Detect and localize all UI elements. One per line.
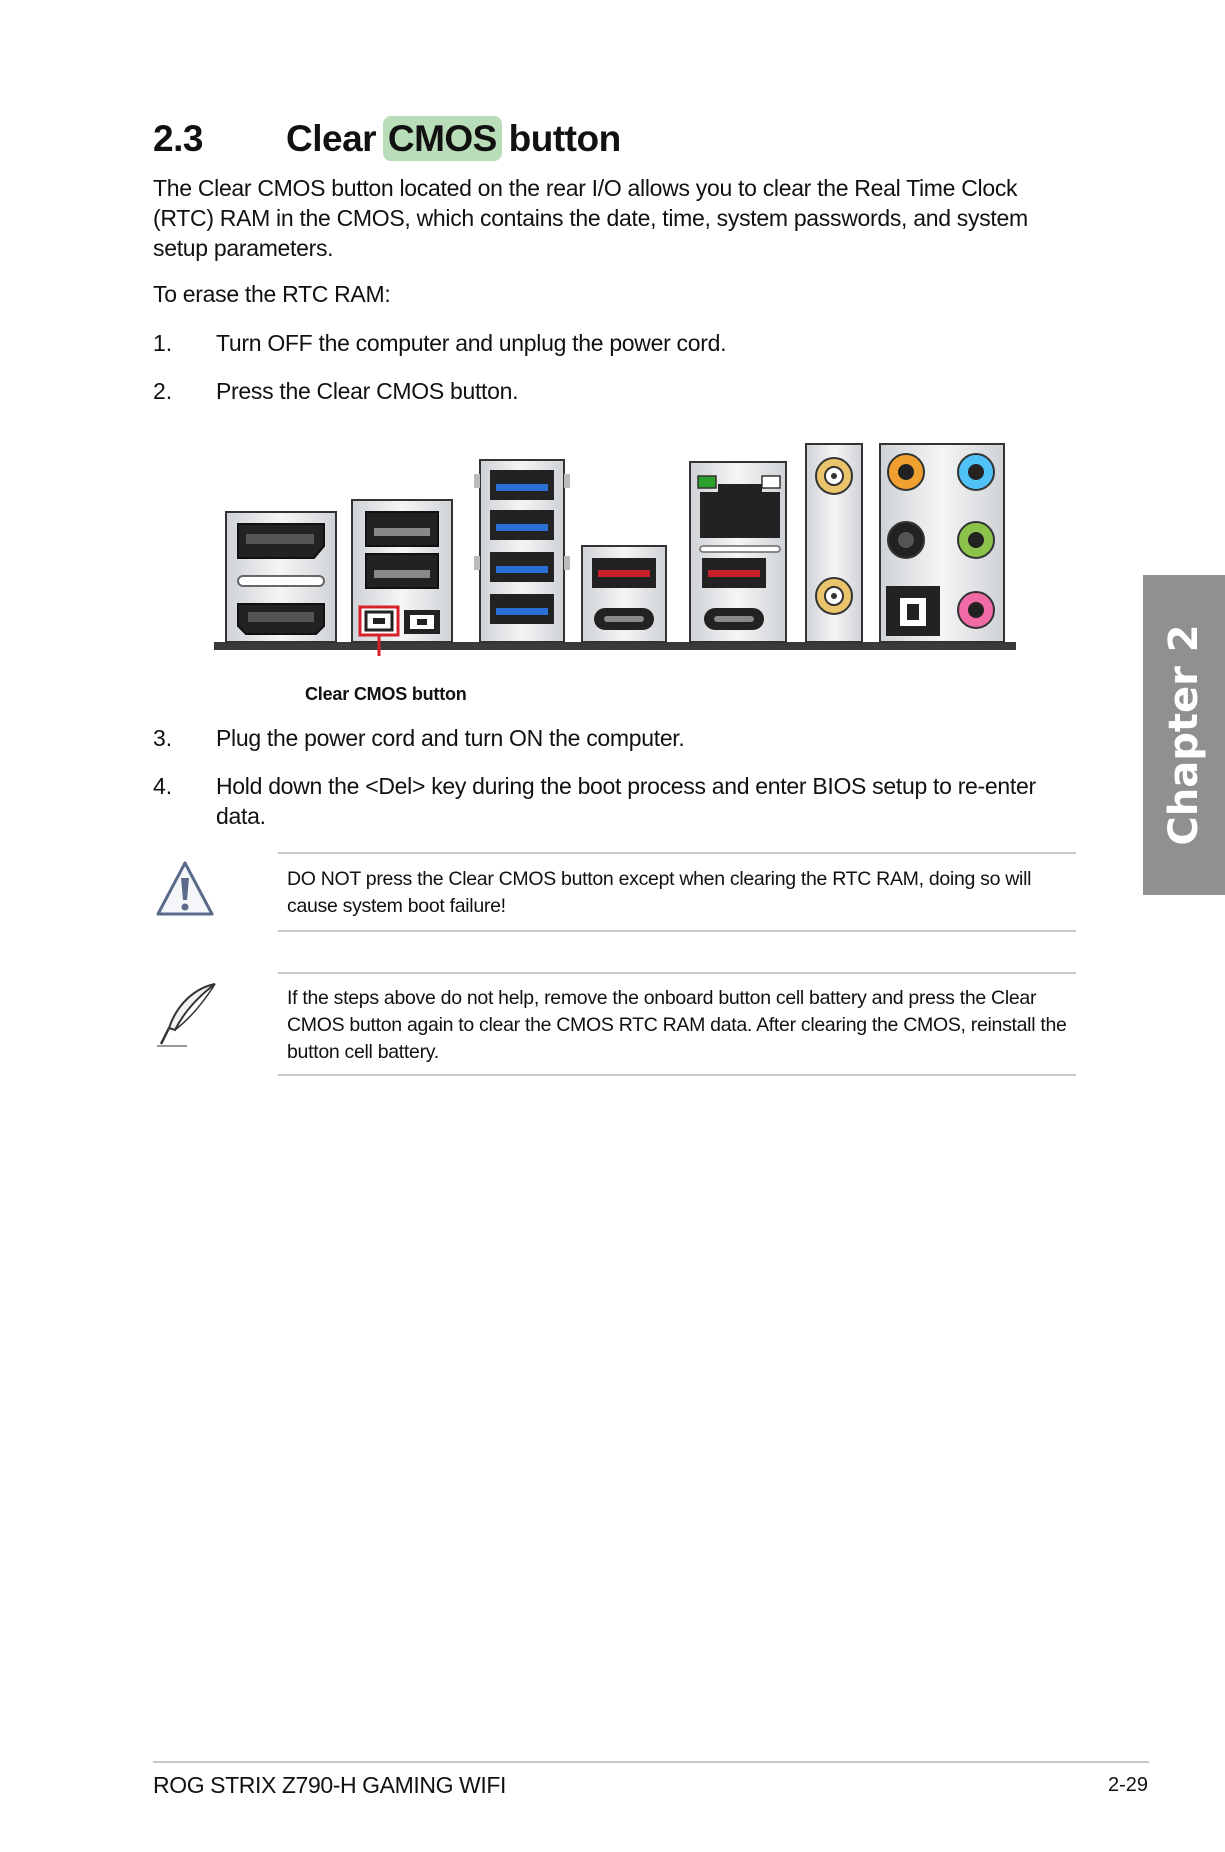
- rear-io-diagram: [214, 443, 1016, 656]
- note-text: If the steps above do not help, remove t…: [287, 987, 1067, 1063]
- audio-block: [879, 443, 1005, 643]
- video-port-block: [225, 511, 337, 643]
- usb-and-buttons-block: [351, 499, 453, 643]
- chapter-tab: Chapter 2: [1143, 575, 1225, 895]
- note-bottom-rule: [278, 1074, 1076, 1076]
- footer-product-name: ROG STRIX Z790-H GAMING WIFI: [153, 1772, 506, 1798]
- intro-paragraph: The Clear CMOS button located on the rea…: [153, 175, 1028, 261]
- warning-bottom-rule: [278, 930, 1076, 932]
- footer-page-number: 2-29: [1108, 1774, 1149, 1796]
- lan-port-icon: [700, 492, 780, 538]
- step-3-number: 3.: [153, 725, 173, 751]
- clear-cmos-callout-label: Clear CMOS button: [305, 684, 467, 704]
- step-4-number: 4.: [153, 773, 173, 799]
- warning-icon: [156, 861, 214, 916]
- wifi-antenna-block: [805, 443, 863, 643]
- step-4-text: Hold down the <Del> key during the boot …: [216, 773, 1036, 829]
- step-1-number: 1.: [153, 330, 173, 356]
- warning-text: DO NOT press the Clear CMOS button excep…: [287, 868, 1032, 917]
- section-number: 2.3: [153, 118, 203, 159]
- usb-blue-stack: [474, 459, 570, 643]
- warning-top-rule: [278, 852, 1076, 854]
- erase-heading: To erase the RTC RAM:: [153, 281, 391, 307]
- step-2-text: Press the Clear CMOS button.: [216, 378, 519, 404]
- title-part-2: button: [498, 118, 622, 159]
- io-base-plate: [214, 642, 1016, 650]
- title-part-1: Clear: [286, 118, 386, 159]
- note-top-rule: [278, 972, 1076, 974]
- feather-pen-icon: [157, 983, 216, 1047]
- title-highlight: CMOS: [382, 116, 502, 161]
- footer-rule: [153, 1761, 1149, 1763]
- lan-usb-block: [689, 461, 787, 643]
- step-2-number: 2.: [153, 378, 173, 404]
- step-3-text: Plug the power cord and turn ON the comp…: [216, 725, 685, 751]
- step-1-text: Turn OFF the computer and unplug the pow…: [216, 330, 727, 356]
- usb-red-typec-block-1: [581, 545, 667, 643]
- section-title: Clear CMOS button: [286, 116, 622, 161]
- chapter-tab-label: Chapter 2: [1161, 624, 1207, 846]
